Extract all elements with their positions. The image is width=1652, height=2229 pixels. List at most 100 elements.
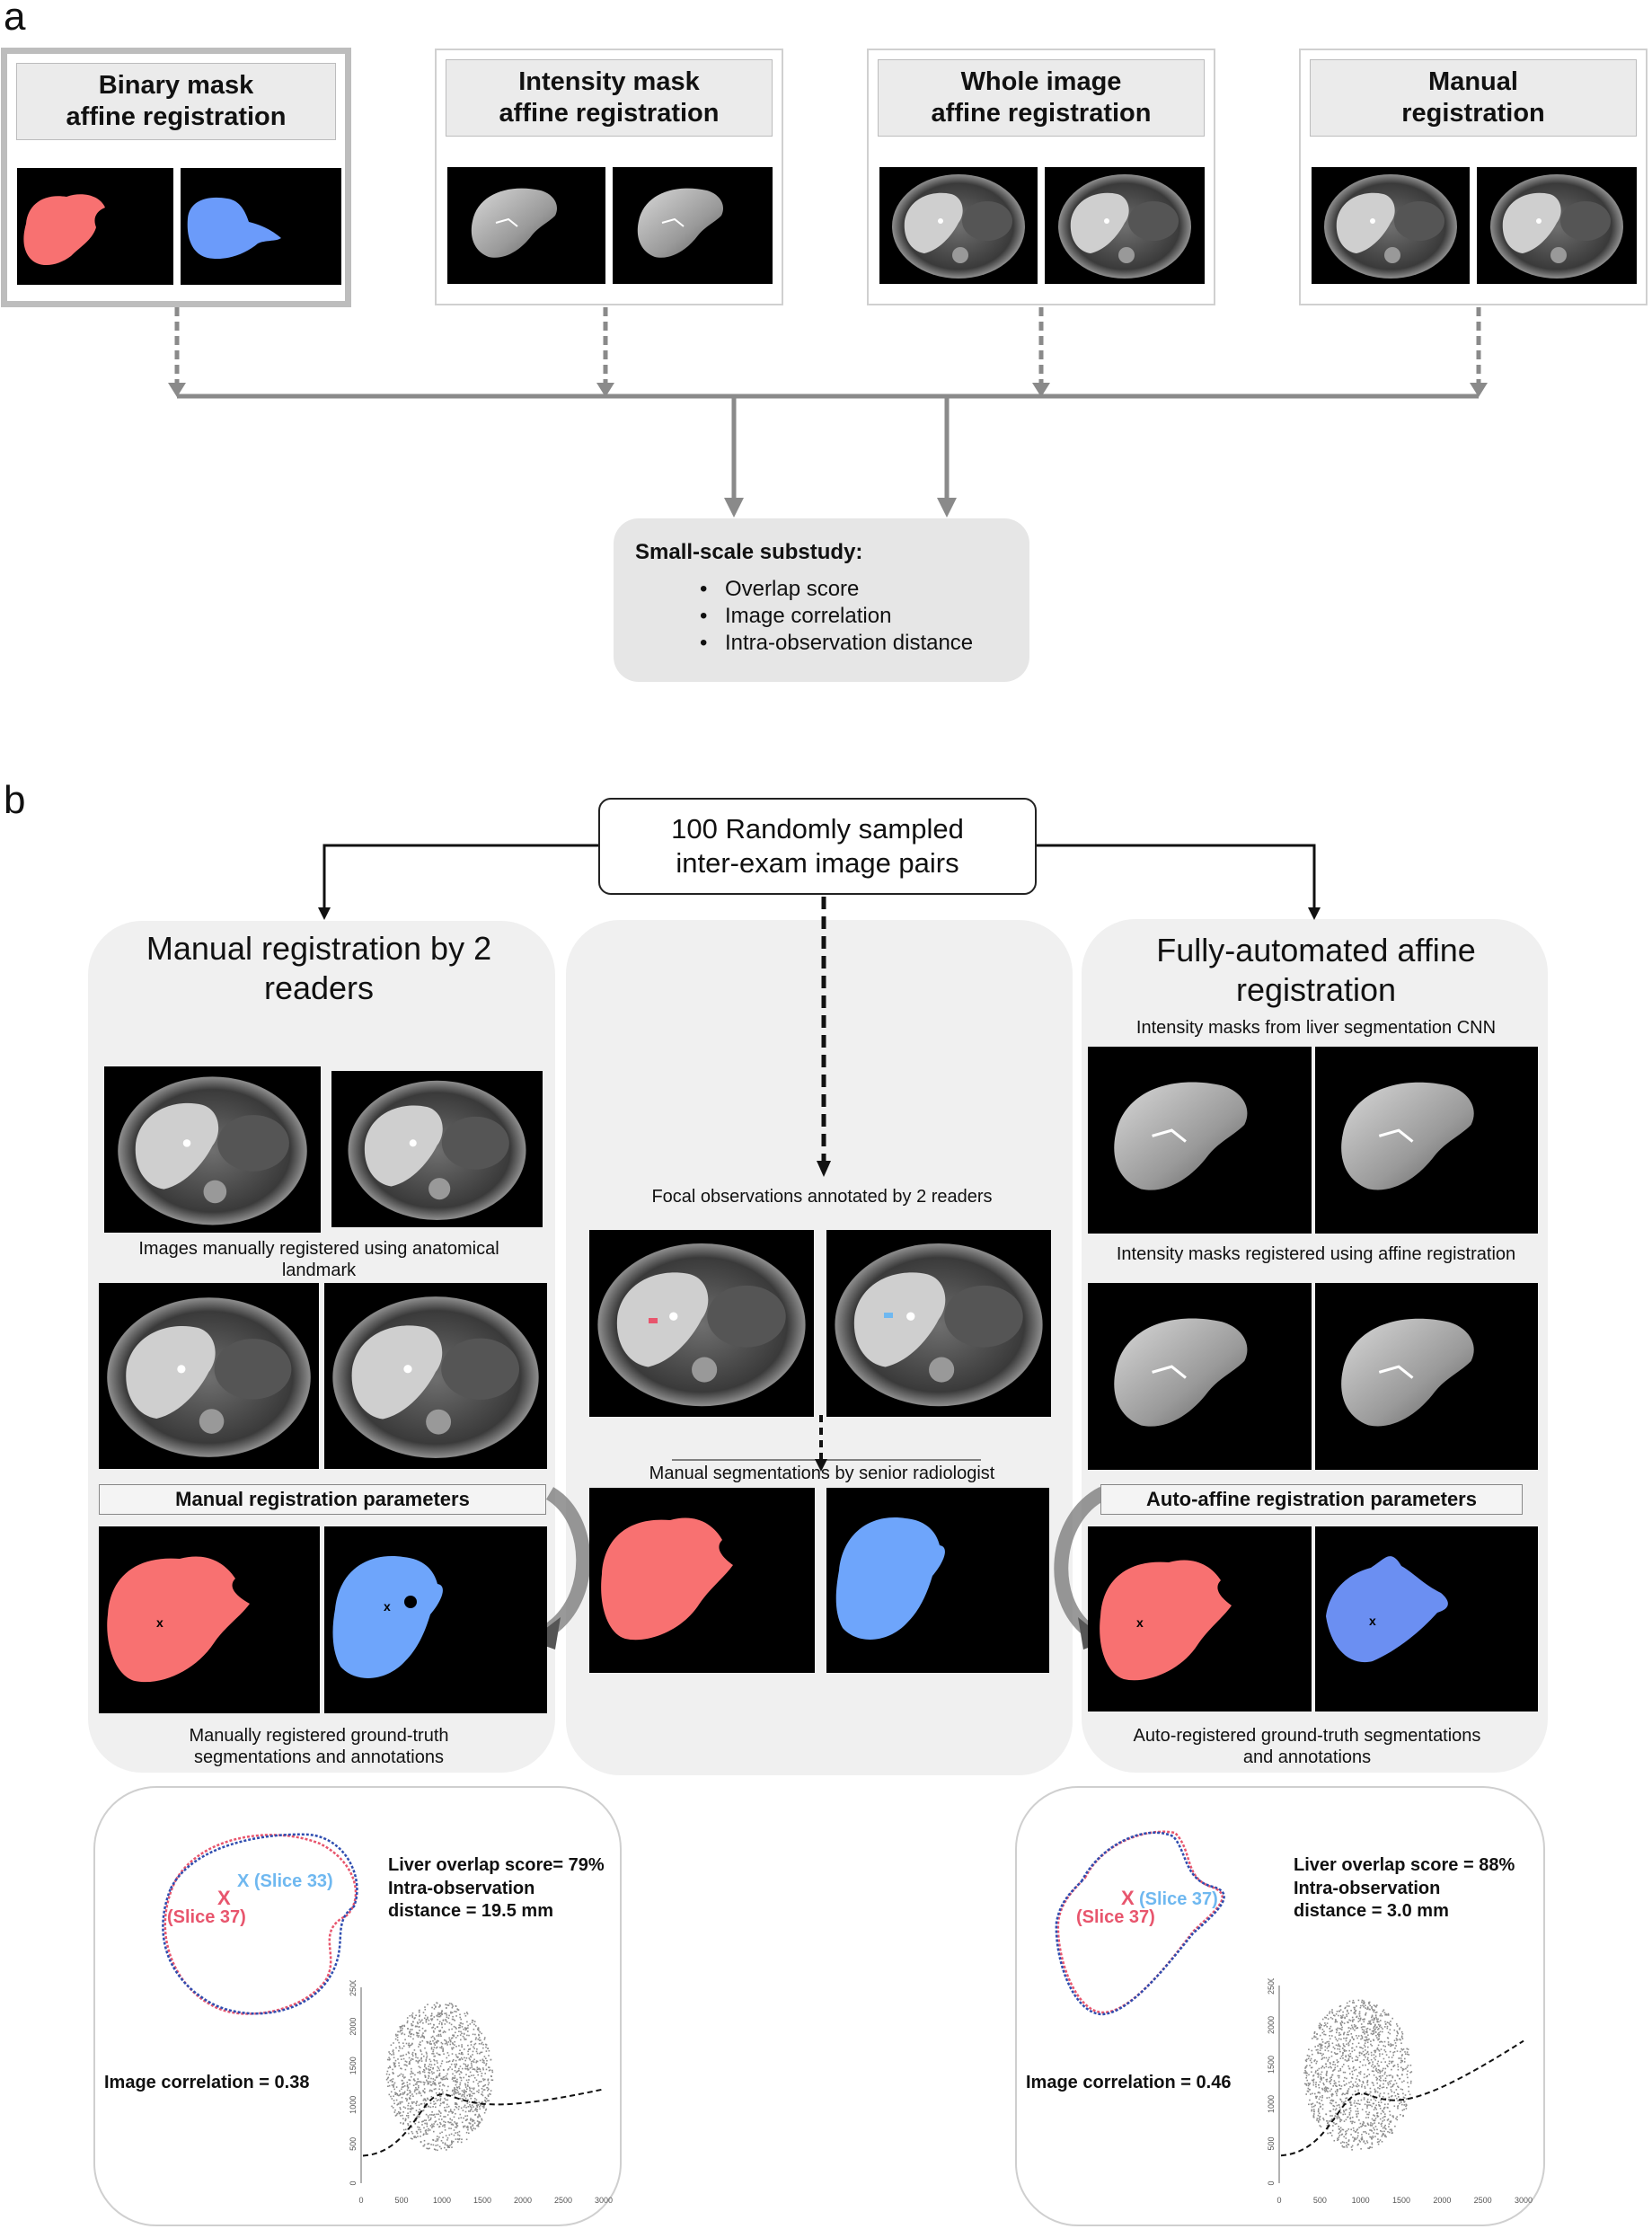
image-correlation: Image correlation = 0.46 (1026, 2073, 1232, 2092)
method-title: Manual registration (1310, 59, 1637, 137)
intra-observation-distance: Intra-observation distance = 19.5 mm (388, 1879, 553, 1921)
scatter-plot-auto: 2500 2000 1500 1000 500 0 0 500 1000 1500 2000 2500… (1249, 1977, 1534, 2219)
method-box-binary-mask: Binary mask affine registration (1, 48, 351, 307)
center-caption-1: Focal observations annotated by 2 reader… (651, 1187, 993, 1207)
right-mask-mark: x (1136, 1615, 1144, 1630)
y-tick-label: 1500 (1267, 2056, 1276, 2074)
right-caption-1: Intensity masks registered using affine … (1116, 1244, 1516, 1264)
right-mask-blue: x (1315, 1526, 1538, 1712)
method-box-whole-image: Whole image affine registration (867, 49, 1215, 305)
left-mri-1 (104, 1066, 321, 1233)
left-column-title: Manual registration by 2 readers (146, 930, 492, 1006)
right-caption-2: Auto-registered ground-truth segmentatio… (1133, 1726, 1481, 1767)
substudy-item: Image correlation (700, 603, 973, 630)
intra-observation-distance: Intra-observation distance = 3.0 mm (1294, 1879, 1449, 1921)
overlap-score: Liver overlap score = 88% (1294, 1855, 1515, 1875)
substudy-item: Overlap score (700, 576, 973, 603)
manual-params-box: Manual registration parameters (99, 1484, 546, 1515)
sampled-pairs-text: 100 Randomly sampled inter-exam image pa… (671, 813, 964, 879)
x-tick-label: 2000 (1433, 2196, 1451, 2205)
y-tick-label: 1000 (1267, 2095, 1276, 2113)
y-tick-label: 0 (1267, 2180, 1276, 2185)
slice-label-b: X (Slice 33) (237, 1871, 333, 1891)
substudy-box: Small-scale substudy: Overlap score Imag… (614, 518, 1029, 682)
y-tick-label: 1500 (349, 2057, 358, 2074)
x-tick-label: 2000 (514, 2196, 532, 2205)
binary-mask-blue-image (181, 168, 341, 285)
left-mask-blue: x (324, 1526, 547, 1713)
liver-contour-overlay (162, 1833, 358, 2015)
method-box-intensity-mask: Intensity mask affine registration (435, 49, 783, 305)
left-mask-red: x (99, 1526, 320, 1713)
left-mask-blue-mark: x (384, 1599, 391, 1614)
intensity-mask-image-1 (447, 167, 605, 284)
x-tick-label: 500 (394, 2196, 408, 2205)
trend-line (362, 2088, 605, 2157)
substudy-item: Intra-observation distance (700, 630, 973, 657)
left-caption-2: Manually registered ground-truth segment… (189, 1726, 449, 1767)
x-tick-label: 2500 (554, 2196, 572, 2205)
center-mri-1 (589, 1230, 814, 1417)
x-tick-label: 1500 (1392, 2196, 1410, 2205)
whole-image-mri-2 (1045, 167, 1205, 284)
y-tick-label: 1000 (349, 2096, 358, 2114)
x-tick-label: 3000 (595, 2196, 613, 2205)
y-tick-label: 2000 (1267, 2016, 1276, 2034)
right-column-title: Fully-automated affine registration (1156, 932, 1476, 1008)
manual-mri-1 (1312, 167, 1470, 284)
binary-mask-red-image (17, 168, 173, 285)
x-tick-label: 3000 (1515, 2196, 1533, 2205)
x-tick-label: 1000 (1352, 2196, 1370, 2205)
scatter-points (1303, 1999, 1413, 2151)
center-mri-2 (826, 1230, 1051, 1417)
panel-b-label: b (4, 778, 26, 822)
slice-label-b: (Slice 37) (1139, 1889, 1218, 1909)
x-tick-label: 2500 (1474, 2196, 1492, 2205)
sampled-pairs-box: 100 Randomly sampled inter-exam image pa… (598, 798, 1037, 895)
center-mask-red (589, 1488, 815, 1673)
left-caption-1: Images manually registered using anatomi… (138, 1239, 499, 1280)
y-tick-label: 2500 (349, 1980, 358, 1996)
left-mask-mark: x (156, 1615, 163, 1630)
center-caption-2: Manual segmentations by senior radiologi… (649, 1464, 995, 1483)
y-tick-label: 500 (1267, 2136, 1276, 2150)
result-box-manual: X (Slice 37) X (Slice 33) Liver overlap … (93, 1786, 622, 2226)
slice-label-a: (Slice 37) (167, 1907, 246, 1927)
left-mri-4 (324, 1283, 547, 1469)
right-mask-red: x (1088, 1526, 1312, 1712)
method-box-manual: Manual registration (1299, 49, 1648, 305)
panel-a-label: a (4, 0, 26, 39)
intensity-mask-image-2 (613, 167, 773, 284)
method-title: Whole image affine registration (878, 59, 1205, 137)
result-box-auto: X (Slice 37) (Slice 37) Liver overlap sc… (1015, 1786, 1545, 2226)
slice-marker-a: X (1121, 1887, 1135, 1909)
right-mask-blue-mark: x (1369, 1614, 1376, 1628)
right-intensity-2 (1315, 1047, 1538, 1234)
x-tick-label: 1500 (473, 2196, 491, 2205)
slice-marker-a: X (217, 1887, 231, 1909)
auto-params-box: Auto-affine registration parameters (1100, 1484, 1523, 1515)
manual-mri-2 (1477, 167, 1637, 284)
scatter-points (385, 2002, 494, 2152)
y-tick-label: 2500 (1267, 1978, 1276, 1995)
right-intensity-3 (1088, 1283, 1312, 1470)
whole-image-mri-1 (879, 167, 1038, 284)
overlap-score: Liver overlap score= 79% (388, 1855, 605, 1875)
left-mri-3 (99, 1283, 319, 1469)
image-correlation: Image correlation = 0.38 (104, 2073, 310, 2092)
panel-a-connectors (168, 307, 1488, 517)
method-title: Binary mask affine registration (16, 63, 336, 140)
method-title: Intensity mask affine registration (446, 59, 773, 137)
right-intensity-4 (1315, 1283, 1538, 1470)
x-tick-label: 0 (1277, 2196, 1281, 2205)
x-tick-label: 1000 (433, 2196, 451, 2205)
x-tick-label: 500 (1313, 2196, 1327, 2205)
y-tick-label: 0 (349, 2180, 358, 2185)
y-tick-label: 2000 (349, 2018, 358, 2036)
liver-contour-overlay (1055, 1830, 1225, 2016)
slice-label-a: (Slice 37) (1076, 1907, 1155, 1927)
right-caption-0: Intensity masks from liver segmentation … (1135, 1018, 1497, 1038)
center-mask-blue (826, 1488, 1049, 1673)
substudy-title: Small-scale substudy: (635, 540, 863, 564)
